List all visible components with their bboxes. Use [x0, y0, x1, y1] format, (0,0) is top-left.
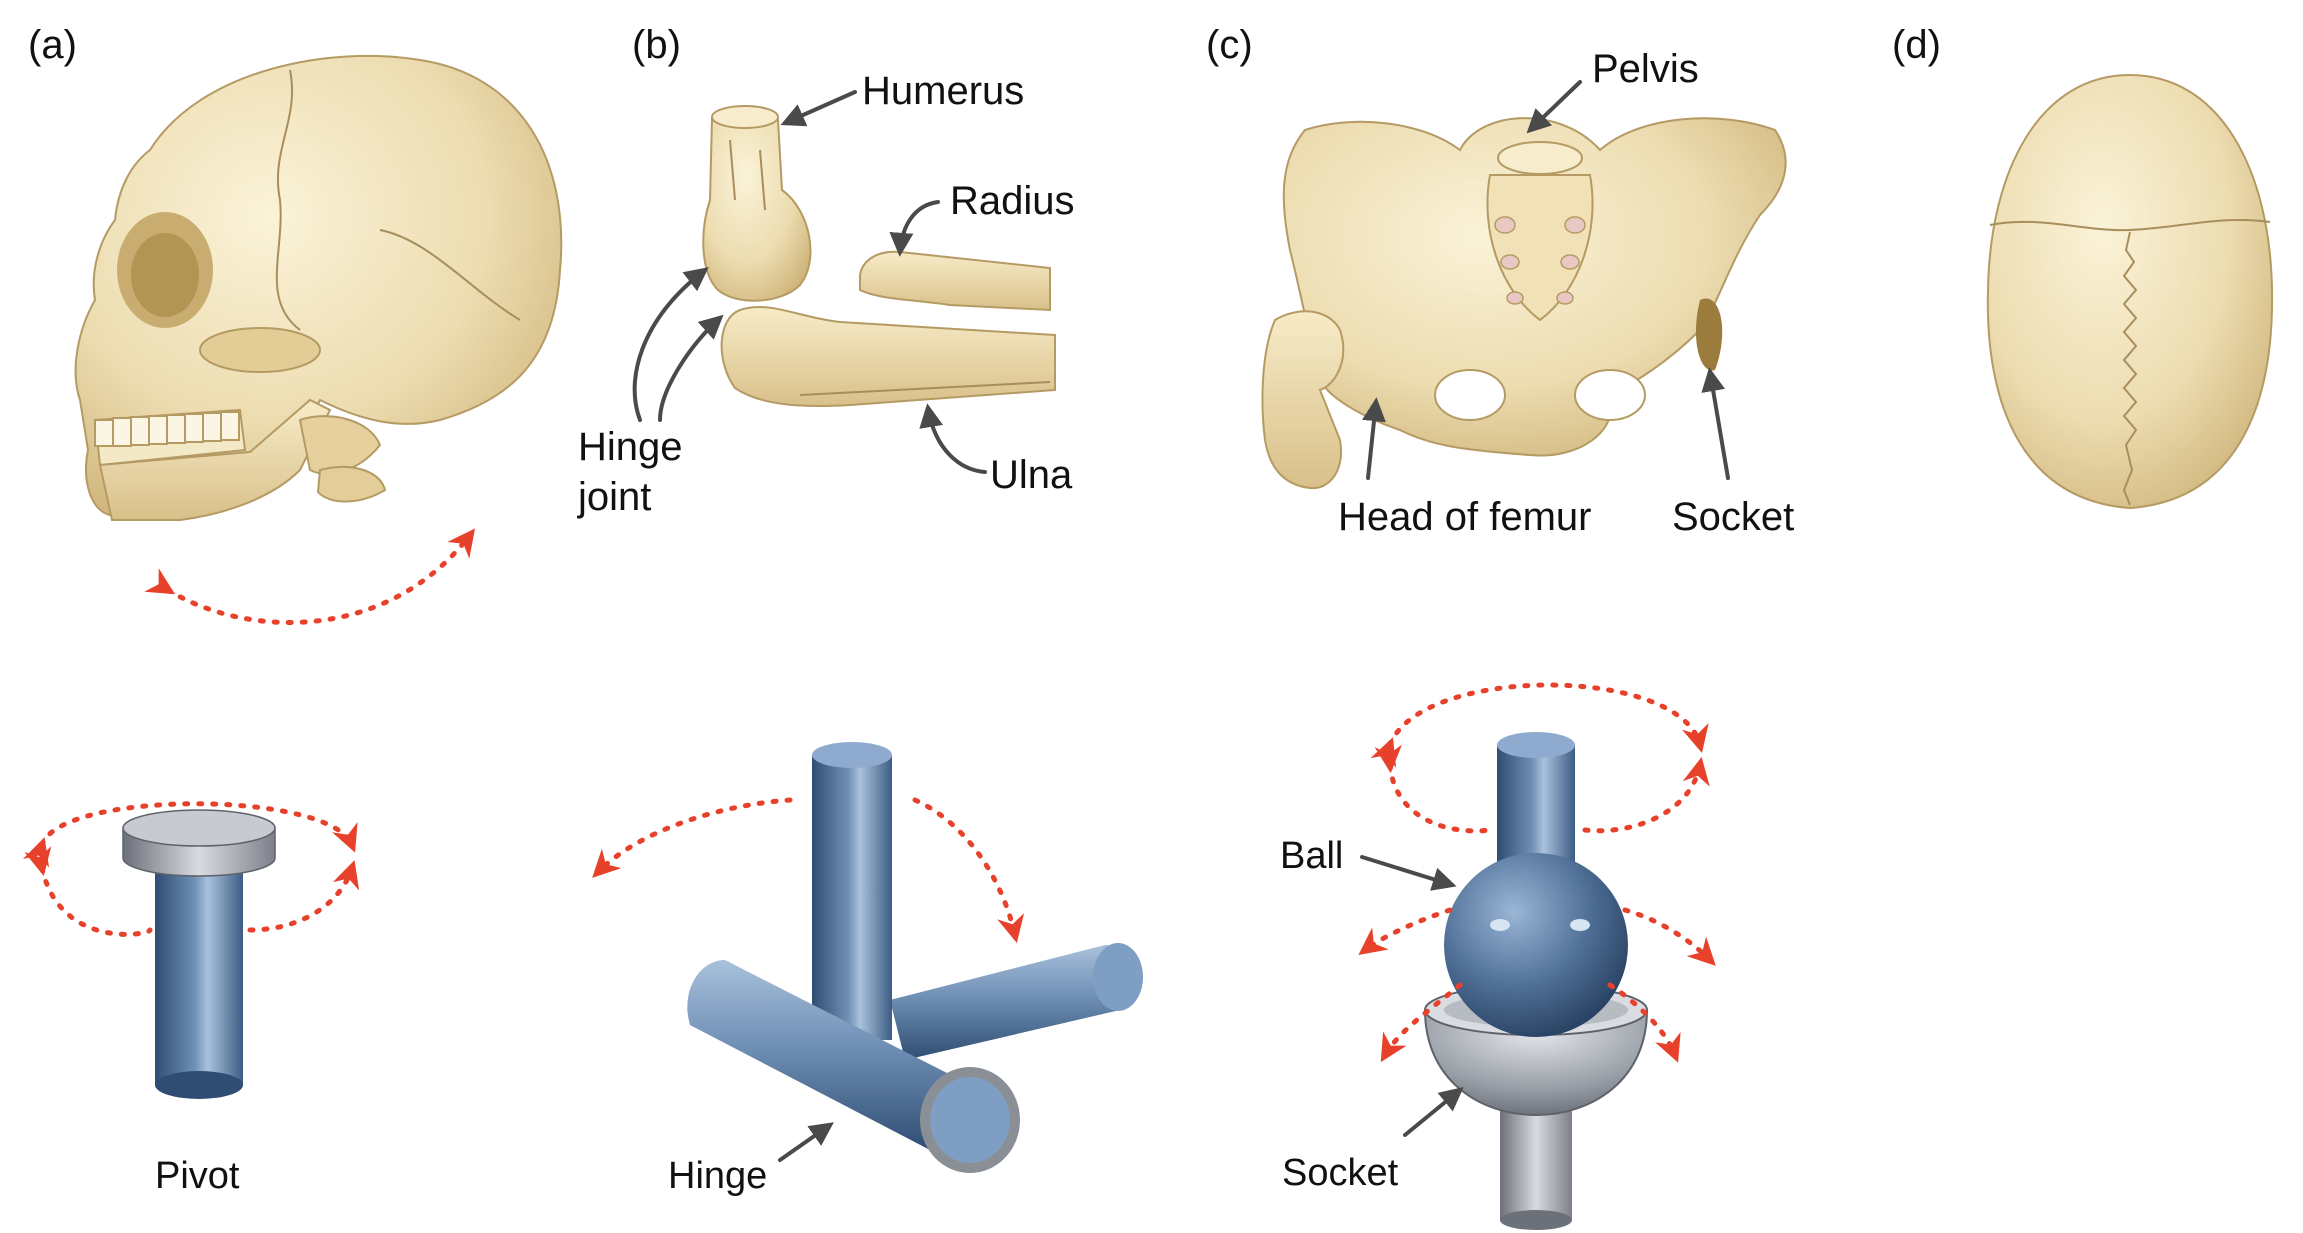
sagittal-suture — [2122, 231, 2138, 506]
panel-letter-c: (c) — [1206, 23, 1253, 67]
ball-and-socket-model — [1423, 732, 1649, 1230]
skull-side-illustration — [74, 54, 563, 521]
hinge-model — [686, 742, 1143, 1173]
pelvis-label: Pelvis — [1592, 47, 1699, 91]
hinge-model-pointer — [778, 1122, 834, 1162]
teeth — [94, 411, 240, 447]
pivot-label: Pivot — [155, 1155, 240, 1197]
elbow-illustration — [702, 105, 1056, 407]
hinge-joint-label-line1: Hinge — [578, 425, 683, 469]
panel-letter-b: (b) — [632, 23, 681, 67]
skull-rotation-arrow — [144, 528, 476, 625]
ball-pointer — [1360, 855, 1457, 891]
hinge-label: Hinge — [668, 1155, 767, 1197]
pivot-rotation-arrow-bottom — [42, 868, 352, 937]
hinge-swing-arrow-right — [912, 797, 1025, 944]
pivot-model — [122, 809, 276, 1099]
radius-label: Radius — [950, 179, 1075, 223]
ulna-pointer — [919, 403, 987, 474]
acetabulum-socket — [1695, 298, 1723, 371]
ball-tilt-arrow-lower-left — [1380, 982, 1463, 1063]
cheekbone — [199, 327, 321, 373]
skull-top-illustration — [1986, 73, 2274, 510]
pelvis-illustration — [1261, 117, 1787, 490]
hinge-joint-pointer-upper — [632, 267, 709, 422]
hinge-joint-label-line2: joint — [577, 475, 651, 519]
humerus-pointer — [780, 90, 857, 127]
socket-bone-label: Socket — [1672, 495, 1794, 539]
pelvis-pointer — [1526, 80, 1582, 134]
humerus-label: Humerus — [862, 69, 1024, 113]
hinge-swing-arrow-left — [592, 797, 793, 878]
hinge-joint-pointer-lower — [658, 314, 724, 422]
panel-letter-d: (d) — [1892, 23, 1941, 67]
ball-label: Ball — [1280, 835, 1343, 877]
ball-tilt-arrow-right — [1622, 907, 1716, 966]
ball-tilt-arrow-left — [1358, 907, 1453, 955]
radius-pointer — [889, 200, 940, 257]
pivot-rotation-arrow-top — [22, 801, 358, 868]
ball — [1444, 853, 1628, 1037]
socket-model-pointer — [1403, 1086, 1464, 1137]
socket-bone-pointer — [1701, 367, 1730, 480]
ball-tilt-arrow-lower-right — [1607, 982, 1681, 1063]
head-of-femur-label: Head of femur — [1338, 495, 1591, 539]
pelvis-inlet — [1497, 141, 1583, 175]
ulna-label: Ulna — [990, 453, 1073, 497]
socket-model-label: Socket — [1282, 1152, 1399, 1194]
ball-rotation-arrow-bottom — [1390, 765, 1700, 834]
panel-letter-a: (a) — [28, 23, 77, 67]
head-of-femur-pointer — [1362, 397, 1386, 480]
